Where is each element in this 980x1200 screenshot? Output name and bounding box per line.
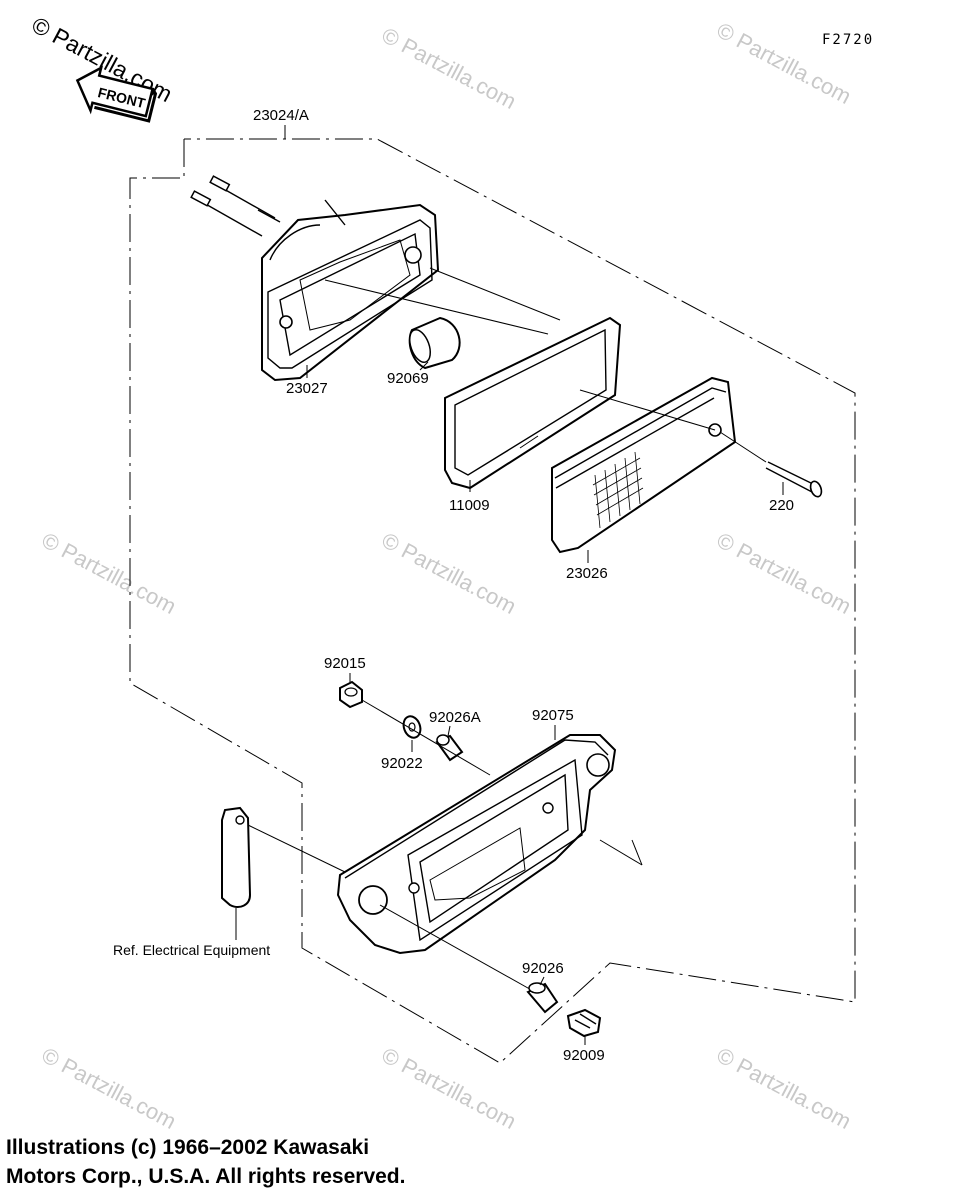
bulb-92069: [408, 316, 461, 370]
copyright-line-2: Motors Corp., U.S.A. All rights reserved…: [6, 1165, 406, 1188]
watermark: © Partzilla.com: [713, 1042, 856, 1134]
bolt-92009: [566, 1008, 602, 1038]
watermarks: © Partzilla.com © Partzilla.com © Partzi…: [38, 17, 856, 1134]
watermark: © Partzilla.com: [713, 527, 856, 619]
lamp-housing-23027: [261, 199, 440, 382]
ref-electrical-label: Ref. Electrical Equipment: [113, 942, 270, 958]
alignment-line: [429, 267, 561, 321]
washer-92022: [402, 715, 422, 739]
part-label-92009: 92009: [563, 1047, 605, 1064]
wire-connectors: [190, 175, 281, 237]
part-label-23027: 23027: [286, 380, 328, 397]
gasket-11009: [444, 316, 622, 490]
front-arrow-icon: FRONT: [75, 65, 158, 123]
watermark: © Partzilla.com: [378, 527, 521, 619]
alignment-line: [361, 699, 491, 776]
collar-92026A: [435, 734, 464, 762]
part-label-11009: 11009: [449, 497, 490, 514]
assembly-outline: [129, 138, 856, 1064]
part-label-23026: 23026: [566, 565, 608, 582]
screw-220: [719, 431, 823, 498]
watermark: © Partzilla.com: [378, 1042, 521, 1134]
lens-23026: [551, 376, 737, 554]
bracket-92075: [336, 734, 643, 955]
part-label-92075: 92075: [532, 707, 574, 724]
leader-line: [539, 976, 545, 986]
alignment-line: [379, 904, 536, 993]
part-label-92069: 92069: [387, 370, 429, 387]
part-label-23024A: 23024/A: [253, 107, 309, 124]
watermark: © Partzilla.com: [38, 1042, 181, 1134]
copyright-line-1: Illustrations (c) 1966–2002 Kawasaki: [6, 1136, 370, 1159]
nut-92015: [339, 680, 363, 709]
figure-code: F2720: [822, 32, 874, 48]
collar-92026: [526, 982, 559, 1014]
alignment-line: [579, 389, 716, 431]
part-label-92026A: 92026A: [429, 709, 481, 726]
copyright-notice: Illustrations (c) 1966–2002 Kawasaki Mot…: [6, 1133, 405, 1191]
watermark: © Partzilla.com: [378, 22, 521, 114]
alignment-line: [247, 824, 346, 873]
leader-line: [447, 725, 451, 737]
part-label-92015: 92015: [324, 655, 366, 672]
part-label-220: 220: [769, 497, 794, 514]
leader-line: [419, 361, 429, 371]
part-label-92022: 92022: [381, 755, 423, 772]
part-label-92026: 92026: [522, 960, 564, 977]
alignment-line: [324, 279, 549, 335]
watermark: © Partzilla.com: [38, 527, 181, 619]
electrical-connector: [221, 806, 252, 940]
